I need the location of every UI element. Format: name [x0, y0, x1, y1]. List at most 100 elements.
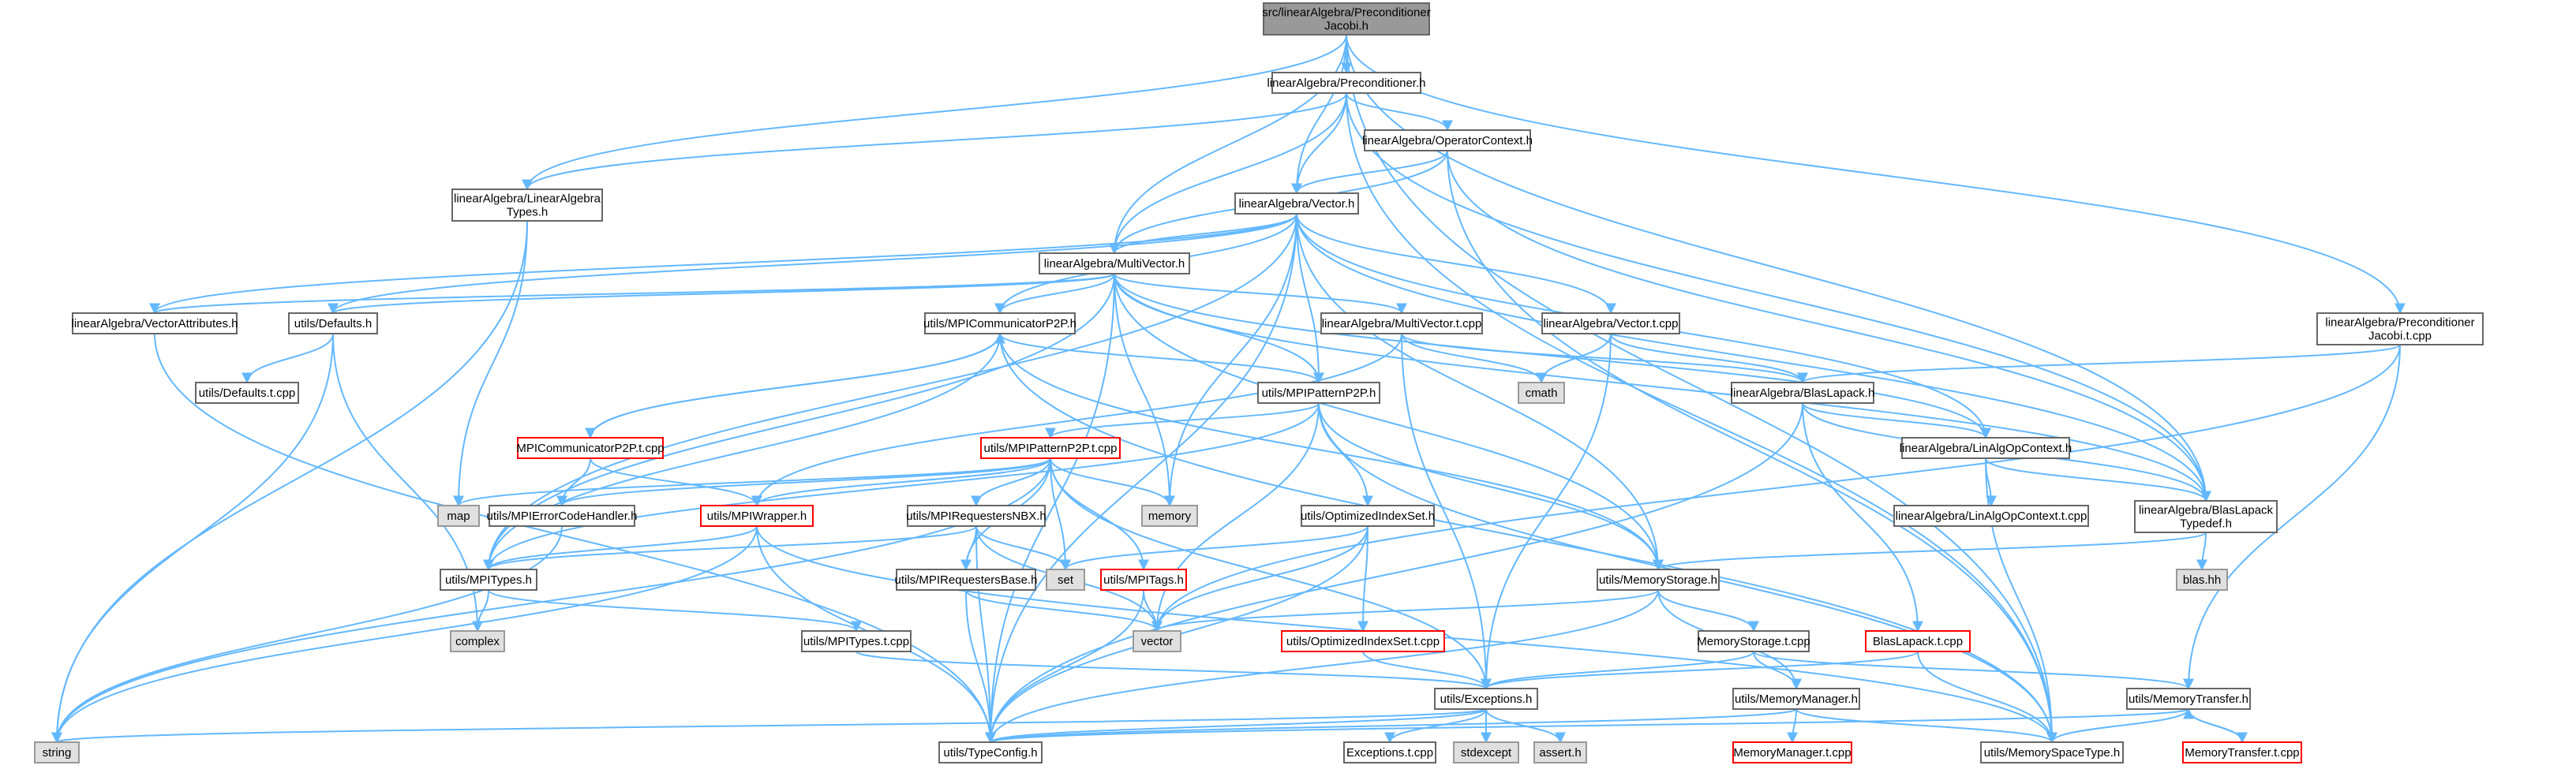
graph-node-mmgr[interactable]: utils/MemoryManager.h — [1732, 688, 1860, 710]
graph-node-pp2p[interactable]: utils/MPIPatternP2P.h — [1257, 382, 1380, 404]
graph-node-oist[interactable]: utils/OptimizedIndexSet.t.cpp — [1281, 630, 1445, 652]
edge-pjt-to-vector — [1151, 344, 2401, 633]
edge-precond-to-vech — [1291, 92, 1347, 195]
graph-node-ois[interactable]: utils/OptimizedIndexSet.h — [1301, 505, 1435, 527]
graph-node-opctx[interactable]: linearAlgebra/OperatorContext.h — [1362, 129, 1533, 151]
graph-node-linctxt[interactable]: linearAlgebra/LinAlgOpContext.t.cpp — [1893, 505, 2089, 527]
edge-root-to-mvh — [1109, 34, 1347, 255]
graph-node-label-map-0: map — [447, 510, 470, 523]
graph-node-vech[interactable]: linearAlgebra/Vector.h — [1234, 192, 1359, 215]
edge-mstor-to-vector — [1151, 589, 1659, 633]
edge-vech-to-bltd — [1296, 213, 2211, 502]
graph-node-box-string — [34, 741, 80, 763]
graph-node-label-opctx-0: linearAlgebra/OperatorContext.h — [1362, 134, 1533, 147]
edge-mwr-to-mtypes — [483, 525, 758, 571]
edge-pp2p-to-mstor — [1318, 402, 1664, 571]
edge-pp2pt-to-mwr — [751, 457, 1051, 507]
graph-node-label-linctxt-0: linearAlgebra/LinAlgOpContext.t.cpp — [1896, 510, 2087, 523]
graph-node-label-tags-0: utils/MPITags.h — [1103, 573, 1184, 587]
edge-vect-to-exc — [1481, 333, 1612, 690]
graph-node-box-mst — [1980, 741, 2124, 763]
graph-node-vect[interactable]: linearAlgebra/Vector.t.cpp — [1541, 312, 1680, 334]
edge-vattr-to-tcfg — [154, 333, 996, 744]
edge-vect-to-blas — [1610, 333, 1808, 384]
edge-mvh-to-mcp2p — [994, 273, 1115, 315]
graph-node-label-vech-0: linearAlgebra/Vector.h — [1239, 197, 1355, 211]
graph-node-mstort[interactable]: MemoryStorage.t.cpp — [1697, 630, 1810, 652]
graph-node-mtypest[interactable]: utils/MPITypes.t.cpp — [801, 630, 912, 652]
edge-opctx-to-vech — [1291, 150, 1448, 195]
edge-mtrt-to-mtr — [2183, 707, 2243, 743]
graph-node-string: string — [34, 741, 80, 763]
graph-node-tcfg[interactable]: utils/TypeConfig.h — [938, 741, 1043, 763]
graph-node-deft[interactable]: utils/Defaults.t.cpp — [195, 382, 299, 404]
edge-blas-to-tcfg — [985, 402, 1803, 744]
edge-vech-to-tcfg — [985, 213, 1297, 744]
edge-mvh-to-mstor — [1114, 273, 1664, 571]
graph-node-mtr[interactable]: utils/MemoryTransfer.h — [2126, 688, 2251, 710]
graph-node-blas[interactable]: linearAlgebra/BlasLapack.h — [1731, 382, 1875, 404]
graph-node-tags[interactable]: utils/MPITags.h — [1100, 569, 1187, 591]
graph-node-label-root-1: Jacobi.h — [1324, 20, 1368, 33]
graph-node-mvh[interactable]: linearAlgebra/MultiVector.h — [1039, 252, 1190, 274]
edge-opctx-to-bltd — [1447, 150, 2211, 502]
graph-node-reqnbx[interactable]: utils/MPIRequestersNBX.h — [906, 505, 1046, 527]
graph-node-box-bltd — [2134, 500, 2278, 533]
graph-node-defh[interactable]: utils/Defaults.h — [288, 312, 378, 334]
graph-node-pp2pt[interactable]: utils/MPIPatternP2P.t.cpp — [980, 437, 1121, 459]
graph-node-box-mtrt — [2182, 741, 2302, 763]
graph-node-box-lat — [451, 189, 603, 222]
edge-pp2p-to-ois — [1318, 402, 1373, 507]
graph-node-vattr[interactable]: linearAlgebra/VectorAttributes.h — [72, 312, 238, 334]
graph-node-exc[interactable]: utils/Exceptions.h — [1434, 688, 1538, 710]
graph-node-linctx[interactable]: linearAlgebra/LinAlgOpContext.h — [1900, 437, 2072, 459]
graph-node-label-oist-0: utils/OptimizedIndexSet.t.cpp — [1286, 635, 1440, 648]
edge-mcp2pt-to-mcp2p — [590, 332, 1005, 439]
graph-node-mst[interactable]: utils/MemorySpaceType.h — [1980, 741, 2124, 763]
graph-node-label-pp2p-0: utils/MPIPatternP2P.h — [1262, 386, 1376, 400]
graph-node-box-map — [437, 505, 480, 527]
graph-node-mtypes[interactable]: utils/MPITypes.h — [440, 569, 537, 591]
graph-node-reqbase[interactable]: utils/MPIRequestersBase.h — [895, 569, 1038, 591]
graph-node-label-mtypes-0: utils/MPITypes.h — [445, 573, 532, 587]
graph-node-mwr[interactable]: utils/MPIWrapper.h — [700, 505, 814, 527]
edge-blast-to-exc — [1481, 651, 1919, 690]
edge-mtr-to-tcfg — [985, 708, 2189, 744]
edge-mstor-to-mstort — [1657, 589, 1759, 633]
graph-node-mstor[interactable]: utils/MemoryStorage.h — [1597, 569, 1720, 591]
edge-reqbase-to-tcfg — [965, 589, 996, 744]
graph-node-mvt[interactable]: linearAlgebra/MultiVector.t.cpp — [1320, 312, 1483, 334]
edge-exc-to-assert — [1485, 708, 1566, 744]
edge-ech-to-string — [51, 525, 563, 744]
graph-node-label-complex-0: complex — [455, 635, 500, 648]
edge-ois-to-set — [1060, 525, 1368, 571]
graph-node-box-pp2pt — [980, 437, 1121, 459]
graph-node-mcp2p[interactable]: utils/MPICommunicatorP2P.h — [923, 312, 1076, 334]
graph-node-precond[interactable]: linearAlgebra/Preconditioner.h — [1267, 72, 1426, 94]
edge-precond-to-mst — [1346, 92, 2057, 744]
graph-node-mcp2pt[interactable]: MPICommunicatorP2P.t.cpp — [516, 437, 665, 459]
graph-node-label-tcfg-0: utils/TypeConfig.h — [943, 746, 1037, 760]
graph-node-label-reqnbx-0: utils/MPIRequestersNBX.h — [906, 510, 1046, 523]
edge-mvh-to-mvt — [1114, 273, 1407, 315]
graph-node-blast[interactable]: BlasLapack.t.cpp — [1865, 630, 1971, 652]
edge-precond-to-mvh — [1109, 92, 1347, 255]
graph-node-mtrt[interactable]: MemoryTransfer.t.cpp — [2182, 741, 2302, 763]
graph-node-mmgrt[interactable]: MemoryManager.t.cpp — [1732, 741, 1852, 763]
graph-node-box-blashh — [2176, 569, 2228, 591]
graph-node-exct[interactable]: Exceptions.t.cpp — [1343, 741, 1436, 763]
edge-pp2pt-to-string — [51, 457, 1051, 744]
edge-mvt-to-mwr — [751, 333, 1402, 507]
graph-node-label-assert-0: assert.h — [1539, 746, 1581, 760]
graph-node-label-vattr-0: linearAlgebra/VectorAttributes.h — [72, 317, 238, 330]
graph-node-box-linctx — [1901, 437, 2070, 459]
edge-blas-to-linctx — [1802, 402, 1991, 439]
graph-node-label-pp2pt-0: utils/MPIPatternP2P.t.cpp — [984, 442, 1118, 455]
edge-pjt-to-blas — [1797, 344, 2401, 384]
graph-node-ech[interactable]: utils/MPIErrorCodeHandler.h — [487, 505, 638, 527]
